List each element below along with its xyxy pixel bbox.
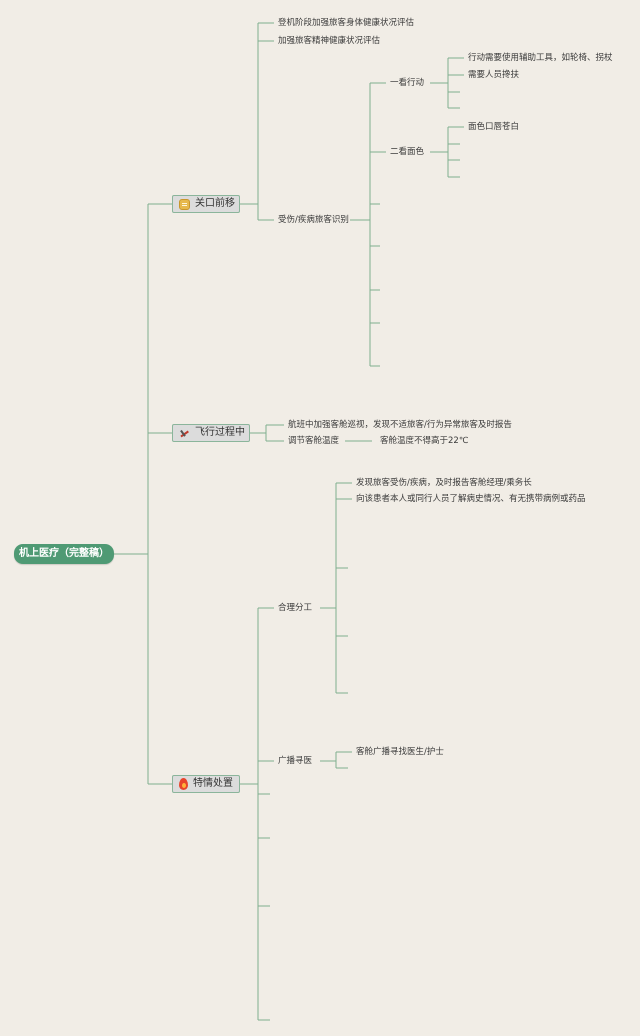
leaf-node[interactable]: 面色口唇苍白 bbox=[468, 122, 520, 132]
leaf-node[interactable]: 客舱温度不得高于22℃ bbox=[380, 436, 469, 446]
leaf-node[interactable]: 发现旅客受伤/疾病，及时报告客舱经理/乘务长 bbox=[356, 478, 532, 488]
fire-icon bbox=[179, 778, 188, 790]
leaf-node[interactable]: 向该患者本人或同行人员了解病史情况、有无携带病例或药品 bbox=[356, 494, 586, 504]
leaf-node[interactable]: 登机阶段加强旅客身体健康状况评估 bbox=[278, 18, 415, 28]
subtopic-node[interactable]: 合理分工 bbox=[278, 603, 313, 613]
subtopic-node[interactable]: 调节客舱温度 bbox=[288, 436, 340, 446]
branch-node-3[interactable]: 特情处置 bbox=[172, 775, 240, 793]
leaf-node[interactable]: 行动需要使用辅助工具，如轮椅、拐杖 bbox=[468, 53, 613, 63]
leaf-node[interactable]: 客舱广播寻找医生/护士 bbox=[356, 747, 444, 757]
branch-node-2[interactable]: 飞行过程中 bbox=[172, 424, 250, 442]
leaf-node[interactable]: 加强旅客精神健康状况评估 bbox=[278, 36, 381, 46]
subtopic-node[interactable]: 广播寻医 bbox=[278, 756, 313, 766]
subtopic-node[interactable]: 受伤/疾病旅客识别 bbox=[278, 215, 349, 225]
leaf-node[interactable]: 需要人员搀扶 bbox=[468, 70, 520, 80]
root-node[interactable]: 机上医疗（完整稿） bbox=[14, 544, 114, 564]
subtopic-node[interactable]: 一看行动 bbox=[390, 78, 425, 88]
branch-label: 关口前移 bbox=[195, 198, 235, 209]
coin-icon bbox=[179, 198, 190, 210]
branch-label: 飞行过程中 bbox=[195, 427, 245, 438]
branch-label: 特情处置 bbox=[193, 778, 233, 789]
subtopic-node[interactable]: 二看面色 bbox=[390, 147, 425, 157]
plane-icon bbox=[179, 428, 190, 439]
branch-node-1[interactable]: 关口前移 bbox=[172, 195, 240, 213]
leaf-node[interactable]: 航班中加强客舱巡视，发现不适旅客/行为异常旅客及时报告 bbox=[288, 420, 512, 430]
